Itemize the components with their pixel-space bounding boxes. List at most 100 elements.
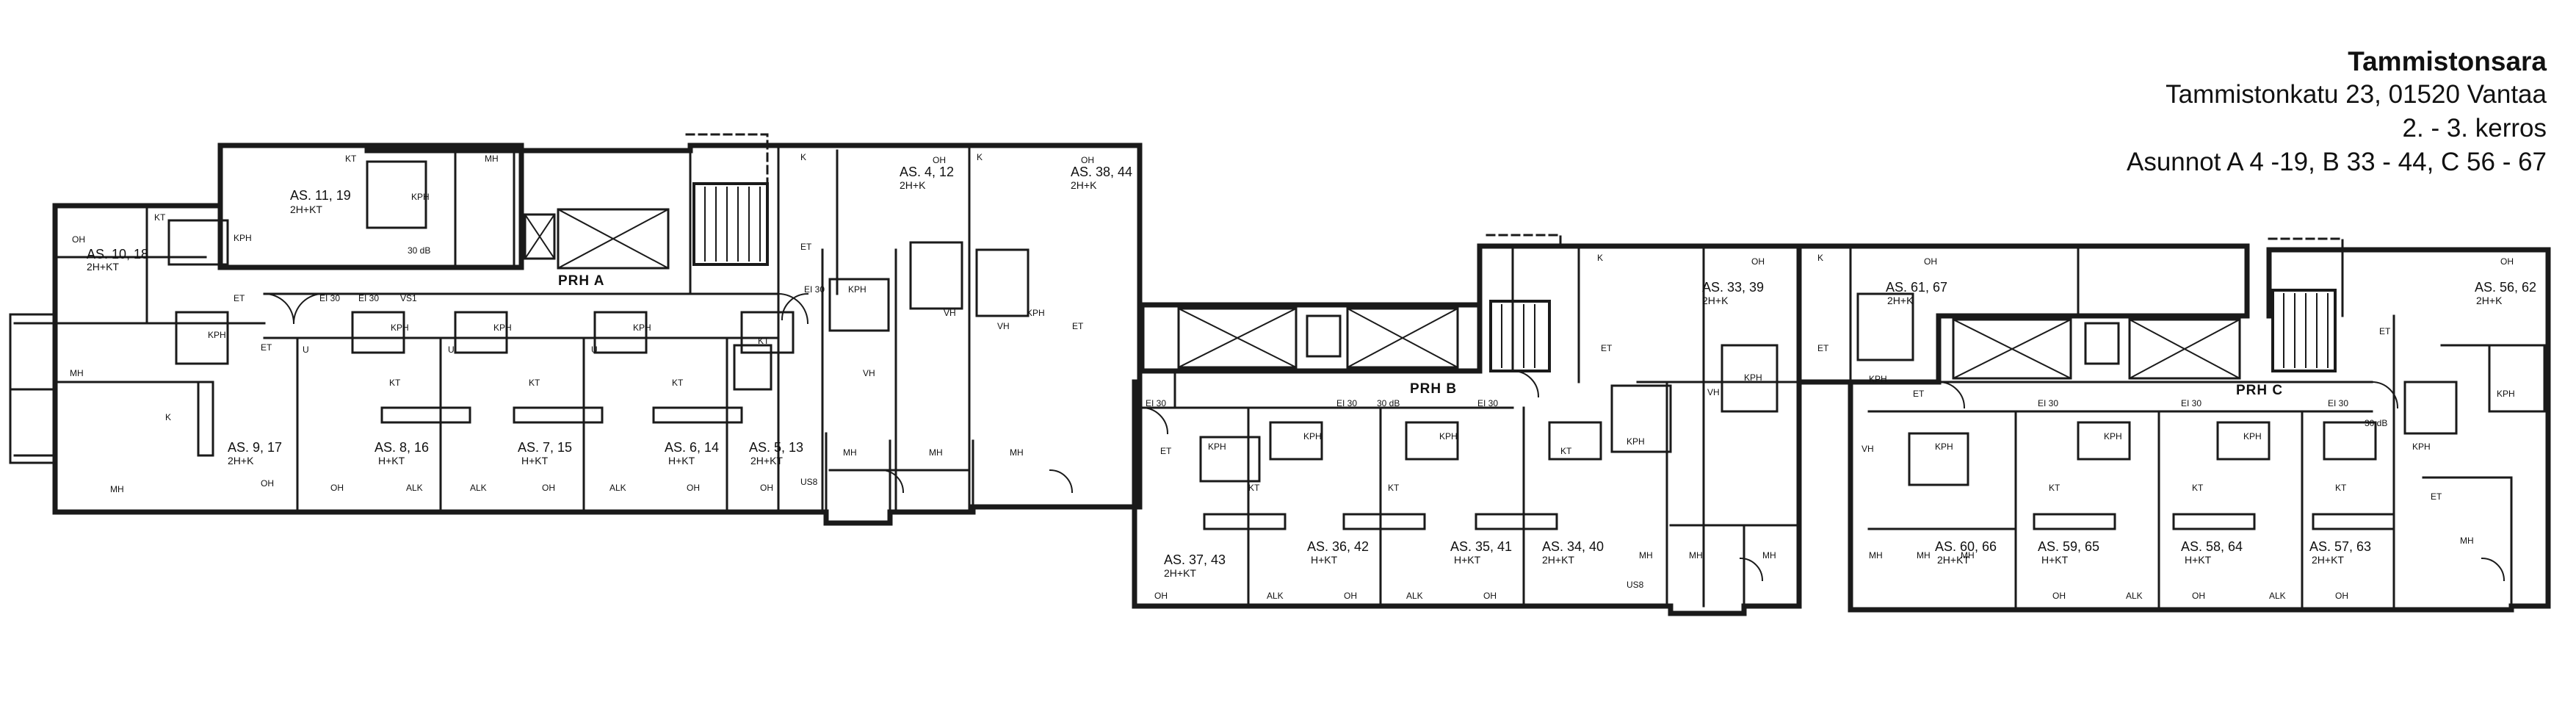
room-code: KPH	[2497, 389, 2515, 399]
unit-id: AS. 35, 41	[1450, 539, 1512, 554]
room-code: ET	[1160, 446, 1172, 456]
room-code: ET	[234, 293, 245, 303]
unit-id: AS. 57, 63	[2309, 539, 2371, 554]
floor-range: 2. - 3. kerros	[2402, 114, 2547, 143]
unit-id: AS. 38, 44	[1071, 165, 1132, 179]
room-code: OH	[1751, 256, 1765, 267]
room-code: MH	[843, 447, 857, 458]
unit-type: 2H+KT	[1164, 567, 1196, 579]
unit-type: H+KT	[668, 455, 695, 466]
unit-id: AS. 34, 40	[1542, 539, 1604, 554]
unit-id: AS. 61, 67	[1886, 280, 1947, 295]
room-code: MH	[485, 154, 499, 164]
room-code: ET	[2431, 491, 2442, 502]
room-code: 30 dB	[1377, 398, 1400, 408]
door-swings	[263, 292, 2506, 582]
room-code: OH	[687, 483, 700, 493]
room-code: VH	[1707, 387, 1720, 397]
room-code: ALK	[1267, 591, 1284, 601]
unit-id: AS. 33, 39	[1702, 280, 1764, 295]
room-code: KPH	[633, 323, 651, 333]
room-code: OH	[1483, 591, 1497, 601]
room-code: VS1	[400, 293, 417, 303]
room-code: VH	[944, 308, 956, 318]
room-code: EI 30	[1146, 398, 1166, 408]
room-code: OH	[760, 483, 773, 493]
room-code: OH	[1154, 591, 1168, 601]
unit-type: H+KT	[2041, 554, 2069, 566]
room-code: OH	[72, 234, 85, 245]
room-code: KPH	[2412, 442, 2431, 452]
unit-type: H+KT	[1311, 554, 1338, 566]
room-code: MH	[1762, 550, 1776, 561]
wing-a-walls	[54, 144, 1030, 514]
wing-c-stair	[1952, 237, 2344, 380]
room-code: KPH	[848, 284, 866, 295]
room-code: ET	[1072, 321, 1084, 331]
project-address: Tammistonkatu 23, 01520 Vantaa	[2166, 80, 2547, 109]
unit-id: AS. 9, 17	[228, 440, 282, 455]
unit-id: AS. 11, 19	[290, 188, 351, 203]
room-code: OH	[2500, 256, 2514, 267]
unit-id: AS. 5, 13	[749, 440, 803, 455]
room-code: EI 30	[358, 293, 379, 303]
unit-type: H+KT	[1454, 554, 1481, 566]
room-code: ALK	[609, 483, 626, 493]
unit-type: 2H+KT	[290, 203, 322, 215]
room-code: KPH	[391, 323, 409, 333]
unit-type: 2H+KT	[2312, 554, 2344, 566]
unit-type: H+KT	[521, 455, 549, 466]
room-code: KPH	[1439, 431, 1458, 442]
room-code: KT	[529, 378, 540, 388]
room-code: U	[448, 345, 455, 355]
unit-id: AS. 59, 65	[2038, 539, 2099, 554]
corridor-label-c: PRH C	[2236, 383, 2283, 398]
room-code: KT	[672, 378, 684, 388]
room-code: OH	[1344, 591, 1357, 601]
wing-b-stair	[1177, 234, 1562, 372]
unit-type: 2H+K	[1887, 295, 1914, 306]
room-code: KPH	[1303, 431, 1322, 442]
unit-type: 2H+K	[1702, 295, 1729, 306]
room-code: KPH	[1744, 372, 1762, 383]
room-code: KPH	[234, 233, 252, 243]
room-code: KT	[2335, 483, 2347, 493]
room-code: KT	[2049, 483, 2061, 493]
room-code: OH	[261, 478, 274, 489]
corridor-label-b: PRH B	[1410, 381, 1457, 397]
unit-type: 2H+KT	[750, 455, 783, 466]
room-code: MH	[70, 368, 84, 378]
unit-type: H+KT	[2185, 554, 2212, 566]
room-code: K	[800, 152, 806, 162]
room-code: VH	[997, 321, 1010, 331]
room-code: MH	[1961, 550, 1975, 561]
unit-type: 2H+K	[1071, 179, 1097, 191]
room-code: OH	[330, 483, 344, 493]
unit-type: 2H+K	[2476, 295, 2503, 306]
unit-id: AS. 60, 66	[1935, 539, 1997, 554]
room-code: MH	[1639, 550, 1653, 561]
room-code: VH	[863, 368, 875, 378]
room-code: KPH	[2243, 431, 2262, 442]
room-code: OH	[2335, 591, 2348, 601]
room-code: KT	[2192, 483, 2204, 493]
unit-id: AS. 56, 62	[2475, 280, 2536, 295]
room-code: EI 30	[1336, 398, 1357, 408]
unit-id: AS. 36, 42	[1307, 539, 1369, 554]
room-code: OH	[1081, 155, 1094, 165]
room-code: OH	[542, 483, 555, 493]
room-code: EI 30	[2181, 398, 2201, 408]
title-block: Tammistonsara Tammistonkatu 23, 01520 Va…	[2127, 46, 2547, 179]
room-code: OH	[933, 155, 946, 165]
room-code: KPH	[1935, 442, 1953, 452]
room-code: MH	[929, 447, 943, 458]
room-code: EI 30	[804, 284, 825, 295]
unit-type: 2H+KT	[1542, 554, 1574, 566]
room-code: KT	[1388, 483, 1400, 493]
unit-type: H+KT	[378, 455, 405, 466]
room-code: MH	[1689, 550, 1703, 561]
room-code: MH	[1010, 447, 1024, 458]
room-code: OH	[2192, 591, 2205, 601]
room-code: OH	[1924, 256, 1937, 267]
